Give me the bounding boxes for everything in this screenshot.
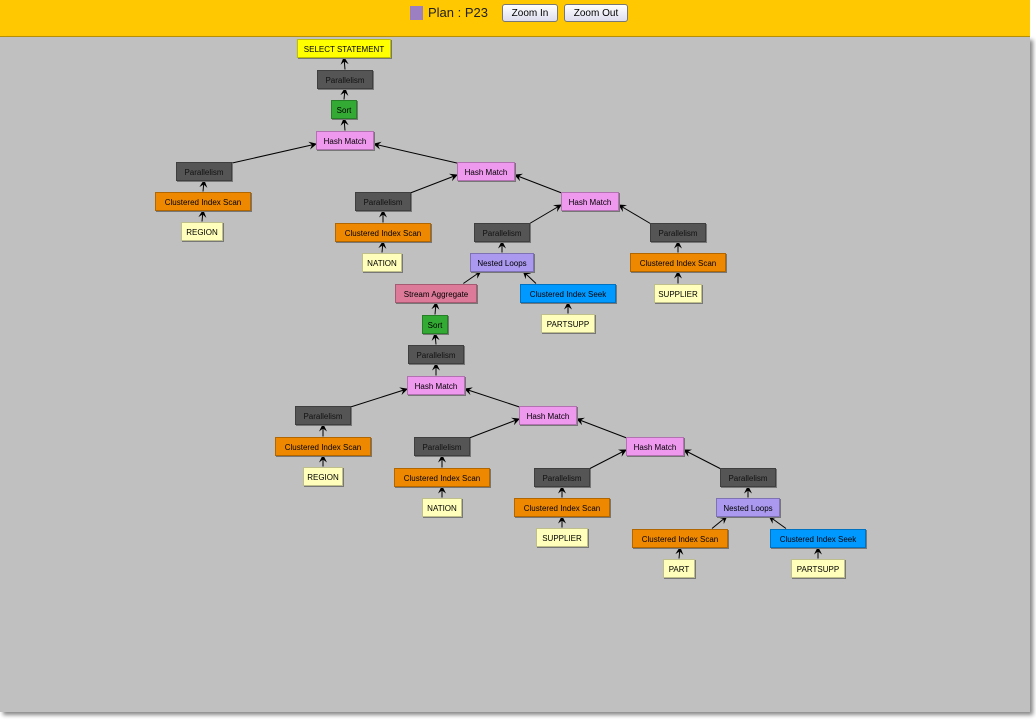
- edge-arrow: [431, 332, 440, 345]
- edge-arrow: [199, 179, 208, 192]
- plan-node-table[interactable]: REGION: [303, 466, 343, 486]
- plan-node-hash-match[interactable]: Hash Match: [519, 405, 577, 425]
- plan-node-stream-aggregate[interactable]: Stream Aggregate: [395, 283, 477, 303]
- plan-node-parallelism[interactable]: Parallelism: [355, 191, 411, 211]
- edge-arrow: [587, 449, 627, 470]
- edge-arrow: [408, 173, 458, 194]
- plan-node-parallelism[interactable]: Parallelism: [534, 467, 590, 487]
- plan-node-clustered-index-scan[interactable]: Clustered Index Scan: [514, 497, 610, 517]
- plan-node-table[interactable]: PART: [663, 558, 695, 578]
- edge-arrow: [431, 301, 440, 315]
- edge-arrow: [675, 546, 684, 559]
- plan-node-table[interactable]: SUPPLIER: [654, 283, 702, 303]
- plan-node-parallelism[interactable]: Parallelism: [720, 467, 776, 487]
- plan-node-parallelism[interactable]: Parallelism: [414, 436, 470, 456]
- plan-node-table[interactable]: PARTSUPP: [791, 558, 845, 578]
- edge-arrow: [463, 270, 482, 284]
- plan-node-clustered-index-scan[interactable]: Clustered Index Scan: [275, 436, 371, 456]
- plan-node-sort[interactable]: Sort: [331, 99, 357, 119]
- edge-arrow: [229, 141, 317, 164]
- edge-arrow: [340, 117, 349, 131]
- plan-node-parallelism[interactable]: Parallelism: [295, 405, 351, 425]
- edge-arrow: [576, 417, 629, 439]
- plan-color-swatch: [410, 6, 423, 20]
- edge-arrow: [768, 515, 787, 529]
- edge-arrow: [467, 417, 520, 439]
- plan-node-select-statement[interactable]: SELECT STATEMENT: [297, 38, 391, 58]
- plan-node-parallelism[interactable]: Parallelism: [176, 161, 232, 181]
- plan-node-hash-match[interactable]: Hash Match: [626, 436, 684, 456]
- edge-arrow: [527, 204, 562, 225]
- edge-arrow: [198, 209, 207, 222]
- plan-node-clustered-index-scan[interactable]: Clustered Index Scan: [394, 467, 490, 487]
- plan-node-hash-match[interactable]: Hash Match: [561, 191, 619, 211]
- plan-node-clustered-index-scan[interactable]: Clustered Index Scan: [632, 528, 728, 548]
- zoom-out-button[interactable]: Zoom Out: [564, 4, 628, 22]
- edge-arrow: [522, 270, 537, 284]
- edge-arrow: [618, 204, 653, 225]
- plan-node-table[interactable]: NATION: [362, 252, 402, 272]
- plan-node-clustered-index-scan[interactable]: Clustered Index Scan: [335, 222, 431, 242]
- plan-node-parallelism[interactable]: Parallelism: [474, 222, 530, 242]
- edge-arrow: [514, 173, 564, 194]
- plan-node-sort[interactable]: Sort: [422, 314, 448, 334]
- plan-node-nested-loops[interactable]: Nested Loops: [470, 252, 534, 272]
- edge-arrow: [683, 449, 723, 470]
- plan-node-table[interactable]: REGION: [181, 221, 223, 241]
- edge-arrow: [373, 141, 460, 164]
- plan-node-table[interactable]: SUPPLIER: [536, 527, 588, 547]
- plan-node-hash-match[interactable]: Hash Match: [457, 161, 515, 181]
- plan-node-table[interactable]: NATION: [422, 497, 462, 517]
- edge-arrow: [340, 56, 349, 70]
- plan-node-clustered-index-seek[interactable]: Clustered Index Seek: [520, 283, 616, 303]
- edge-arrow: [711, 515, 728, 529]
- edge-arrow: [464, 387, 522, 408]
- plan-node-parallelism[interactable]: Parallelism: [317, 69, 373, 89]
- zoom-in-button[interactable]: Zoom In: [502, 4, 558, 22]
- edges-layer: [198, 56, 822, 559]
- plan-title: Plan : P23: [428, 5, 488, 20]
- plan-node-table[interactable]: PARTSUPP: [541, 313, 595, 333]
- plan-node-parallelism[interactable]: Parallelism: [408, 344, 464, 364]
- edge-arrow: [348, 387, 408, 408]
- plan-node-clustered-index-scan[interactable]: Clustered Index Scan: [630, 252, 726, 272]
- plan-node-parallelism[interactable]: Parallelism: [650, 222, 706, 242]
- plan-node-hash-match[interactable]: Hash Match: [316, 130, 374, 150]
- edge-arrow: [340, 87, 349, 100]
- plan-node-clustered-index-seek[interactable]: Clustered Index Seek: [770, 528, 866, 548]
- plan-node-clustered-index-scan[interactable]: Clustered Index Scan: [155, 191, 251, 211]
- toolbar: Plan : P23 Zoom In Zoom Out: [0, 0, 1030, 37]
- edge-arrow: [378, 240, 387, 253]
- plan-node-nested-loops[interactable]: Nested Loops: [716, 497, 780, 517]
- plan-node-hash-match[interactable]: Hash Match: [407, 375, 465, 395]
